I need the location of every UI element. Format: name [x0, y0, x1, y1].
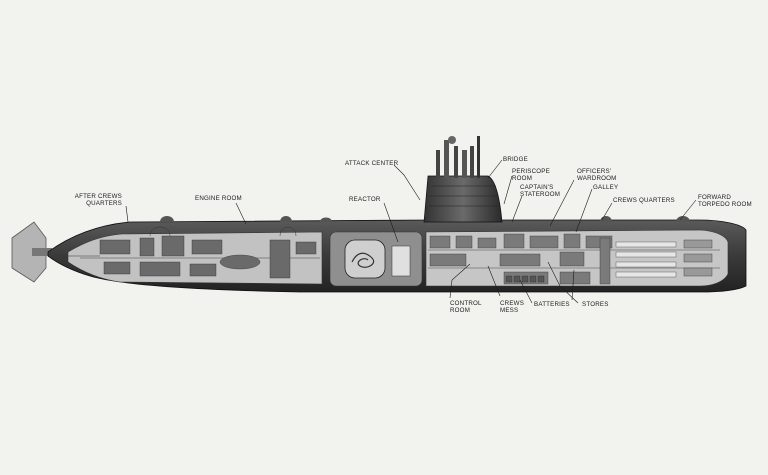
label-forward-torpedo-room: FORWARD TORPEDO ROOM: [698, 194, 752, 208]
interior-cutaway: [60, 216, 729, 287]
label-bridge: BRIDGE: [503, 156, 528, 163]
label-line: CAPTAIN'S: [520, 184, 554, 191]
label-control-room: CONTROL ROOM: [450, 300, 482, 314]
label-batteries: BATTERIES: [534, 301, 570, 308]
label-periscope-room: PERISCOPE ROOM: [512, 168, 550, 182]
label-line: OFFICERS': [577, 168, 612, 175]
sail: [423, 136, 503, 223]
label-stores: STORES: [582, 301, 609, 308]
label-line: CREWS: [500, 300, 525, 307]
label-line: FORWARD: [698, 194, 732, 201]
label-line: QUARTERS: [86, 200, 122, 207]
label-officers-wardroom: OFFICERS' WARDROOM: [577, 168, 617, 182]
label-reactor: REACTOR: [349, 196, 381, 203]
stern-fins: [11, 221, 52, 283]
label-line: PERISCOPE: [512, 168, 550, 175]
leader-lines: [125, 159, 697, 304]
label-galley: GALLEY: [593, 184, 619, 191]
label-captains-stateroom: CAPTAIN'S STATEROOM: [520, 184, 560, 198]
label-after-crews-quarters: AFTER CREWS QUARTERS: [70, 193, 122, 207]
label-line: ROOM: [512, 175, 533, 182]
label-line: CONTROL: [450, 300, 482, 307]
label-line: MESS: [500, 307, 519, 314]
label-attack-center: ATTACK CENTER: [345, 160, 399, 167]
label-line: ROOM: [450, 307, 471, 314]
label-engine-room: ENGINE ROOM: [195, 195, 242, 202]
label-line: STATEROOM: [520, 191, 561, 198]
label-line: AFTER CREWS: [74, 193, 122, 200]
label-crews-mess: CREWS MESS: [500, 300, 524, 314]
label-line: TORPEDO ROOM: [698, 201, 752, 208]
label-line: WARDROOM: [577, 175, 617, 182]
label-crews-quarters: CREWS QUARTERS: [613, 197, 675, 204]
